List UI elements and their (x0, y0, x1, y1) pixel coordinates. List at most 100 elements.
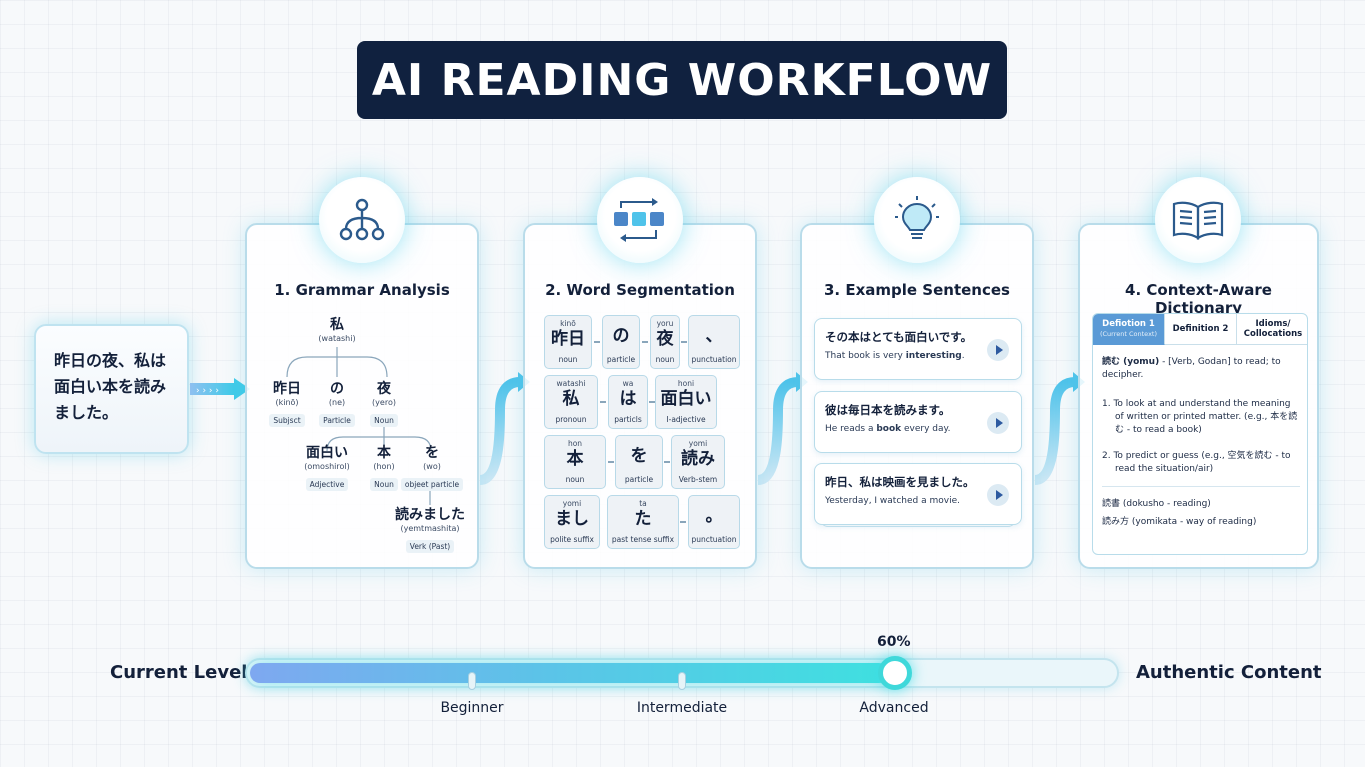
tile-label: polite suffix (550, 535, 594, 544)
sentence-en-text: He reads a (825, 424, 877, 434)
segment-tile: yomi まし polite suffix (544, 495, 600, 549)
node-word: 昨日 (273, 381, 301, 397)
tab-sublabel: (Current Context) (1099, 330, 1157, 338)
node-tag: Adjective (305, 478, 349, 491)
example-sentences-panel: 3. Example Sentences その本はとても面白いです。 That … (800, 223, 1034, 569)
tile-word: 夜 (656, 329, 674, 349)
marker-label-advanced: Advanced (859, 700, 929, 716)
tile-reading: yoru (656, 319, 674, 328)
sentence-card[interactable]: 彼は毎日本を読みます。 He reads a book every day. (814, 391, 1022, 453)
tile-word: 本 (566, 449, 584, 469)
tree-node: 読みました (yemtmashita) Verk (Past) (385, 507, 475, 553)
node-word: の (330, 381, 344, 397)
flow-arrow: › › › › (190, 378, 250, 400)
tile-word: 面白い (660, 389, 712, 409)
sentence-card[interactable]: 昨日、私は映画を見ました。 Yesterday, I watched a mov… (814, 463, 1022, 525)
segment-blocks-icon (597, 177, 683, 263)
headword: 読む (yomu) (1102, 357, 1160, 367)
tile-label: punctuation (691, 535, 737, 544)
tile-word: を (630, 446, 648, 466)
input-line: 面白い本を読み (54, 377, 167, 396)
tab-idioms[interactable]: Idioms/ Collocations (1237, 314, 1307, 345)
segment-tile: 、 punctuation (688, 315, 740, 369)
tile-connector (664, 461, 670, 463)
segment-tile: を particle (615, 435, 663, 489)
page-title: AI READING WORKFLOW (357, 41, 1007, 119)
play-audio-button[interactable] (987, 484, 1009, 506)
progress-slider-handle[interactable] (878, 656, 912, 690)
tile-word: 私 (562, 389, 580, 409)
node-reading: (ne) (328, 398, 346, 407)
tile-connector (680, 521, 686, 523)
segment-tile: 。 punctuation (688, 495, 740, 549)
segment-tile: hon 本 noun (544, 435, 606, 489)
definition-item: 1. To look at and understand the meaning… (1102, 399, 1298, 435)
node-tag: Noun (370, 478, 398, 491)
tile-connector (649, 401, 655, 403)
tile-reading: watashi (556, 379, 586, 388)
headword-definition: - [Verb, Godan] to read; to decipher. (1102, 357, 1281, 380)
input-line: ました。 (54, 403, 119, 422)
tree-node-root: 私 (watashi) (302, 317, 372, 344)
tile-label: I-adjective (666, 415, 706, 424)
grammar-analysis-panel: 1. Grammar Analysis 私 (watashi) 昨日 (kinō… (245, 223, 479, 569)
segment-tile: honi 面白い I-adjective (655, 375, 717, 429)
sentence-jp: 昨日、私は映画を見ました。 (825, 475, 975, 489)
related-word: 読み方 (yomikata - way of reading) (1102, 517, 1257, 527)
tile-label: pronoun (555, 415, 587, 424)
tile-reading: honi (677, 379, 695, 388)
segment-tile: ta た past tense suffix (607, 495, 679, 549)
dictionary-headword: 読む (yomu) - [Verb, Godan] to read; to de… (1102, 356, 1302, 382)
panel-title: 4. Context-Aware Dictionary (1125, 281, 1272, 317)
tree-node: 昨日 (kinō) Subjsct (259, 381, 315, 427)
related-word: 読書 (dokusho - reading) (1102, 499, 1211, 509)
node-tag: Subjsct (269, 414, 305, 427)
tile-label: Verb-stem (678, 475, 718, 484)
tile-word: の (612, 326, 630, 346)
node-reading: (watashi) (318, 334, 356, 343)
segment-tile: watashi 私 pronoun (544, 375, 598, 429)
tile-reading: kinō (560, 319, 576, 328)
tile-reading: ta (639, 499, 647, 508)
dictionary-panel: 4. Context-Aware Dictionary Defiotion 1 … (1078, 223, 1319, 569)
node-reading: (yemtmashita) (400, 524, 460, 533)
level-marker (678, 672, 686, 690)
play-audio-button[interactable] (987, 339, 1009, 361)
tile-label: particls (614, 415, 642, 424)
input-text-card: 昨日の夜、私は 面白い本を読み ました。 (34, 324, 189, 454)
dictionary-card: Defiotion 1 (Current Context) Definition… (1092, 313, 1308, 555)
tile-connector (594, 341, 600, 343)
open-book-icon (1155, 177, 1241, 263)
marker-label-intermediate: Intermediate (636, 700, 728, 716)
segment-tile: kinō 昨日 noun (544, 315, 592, 369)
tile-word: た (634, 509, 652, 529)
tile-label: noun (655, 355, 675, 364)
node-tag: objeet particle (400, 478, 464, 491)
tab-label: Idioms/ (1255, 319, 1291, 329)
node-reading: (kinō) (275, 398, 299, 407)
sentence-card[interactable]: その本はとても面白いです。 That book is very interest… (814, 318, 1022, 380)
sentence-en-highlight: book (876, 424, 902, 434)
sentence-jp: その本はとても面白いです。 (825, 330, 973, 344)
sentence-en-text: . (961, 351, 965, 361)
tree-node: 本 (hon) Noun (363, 445, 405, 491)
level-marker (468, 672, 476, 690)
segment-tile: の particle (602, 315, 640, 369)
tile-connector (608, 461, 614, 463)
tab-label: Definition 2 (1172, 324, 1229, 334)
node-reading: (wo) (423, 462, 441, 471)
tab-definition-2[interactable]: Definition 2 (1165, 314, 1237, 345)
marker-label-beginner: Beginner (440, 700, 504, 716)
tab-sublabel: Collocations (1243, 329, 1303, 339)
tree-hierarchy-icon (319, 177, 405, 263)
play-audio-button[interactable] (987, 412, 1009, 434)
tile-word: 。 (705, 506, 723, 526)
tab-definition-1[interactable]: Defiotion 1 (Current Context) (1093, 314, 1165, 345)
progress-fill (250, 663, 889, 683)
segment-tile: yomi 読み Verb-stem (671, 435, 725, 489)
input-line: 昨日の夜、私は (54, 351, 167, 370)
panel-title: 2. Word Segmentation (545, 281, 735, 299)
word-segmentation-panel: 2. Word Segmentation kinō 昨日 noun の part… (523, 223, 757, 569)
tree-node: 夜 (yero) Noun (359, 381, 409, 427)
tile-connector (642, 341, 648, 343)
